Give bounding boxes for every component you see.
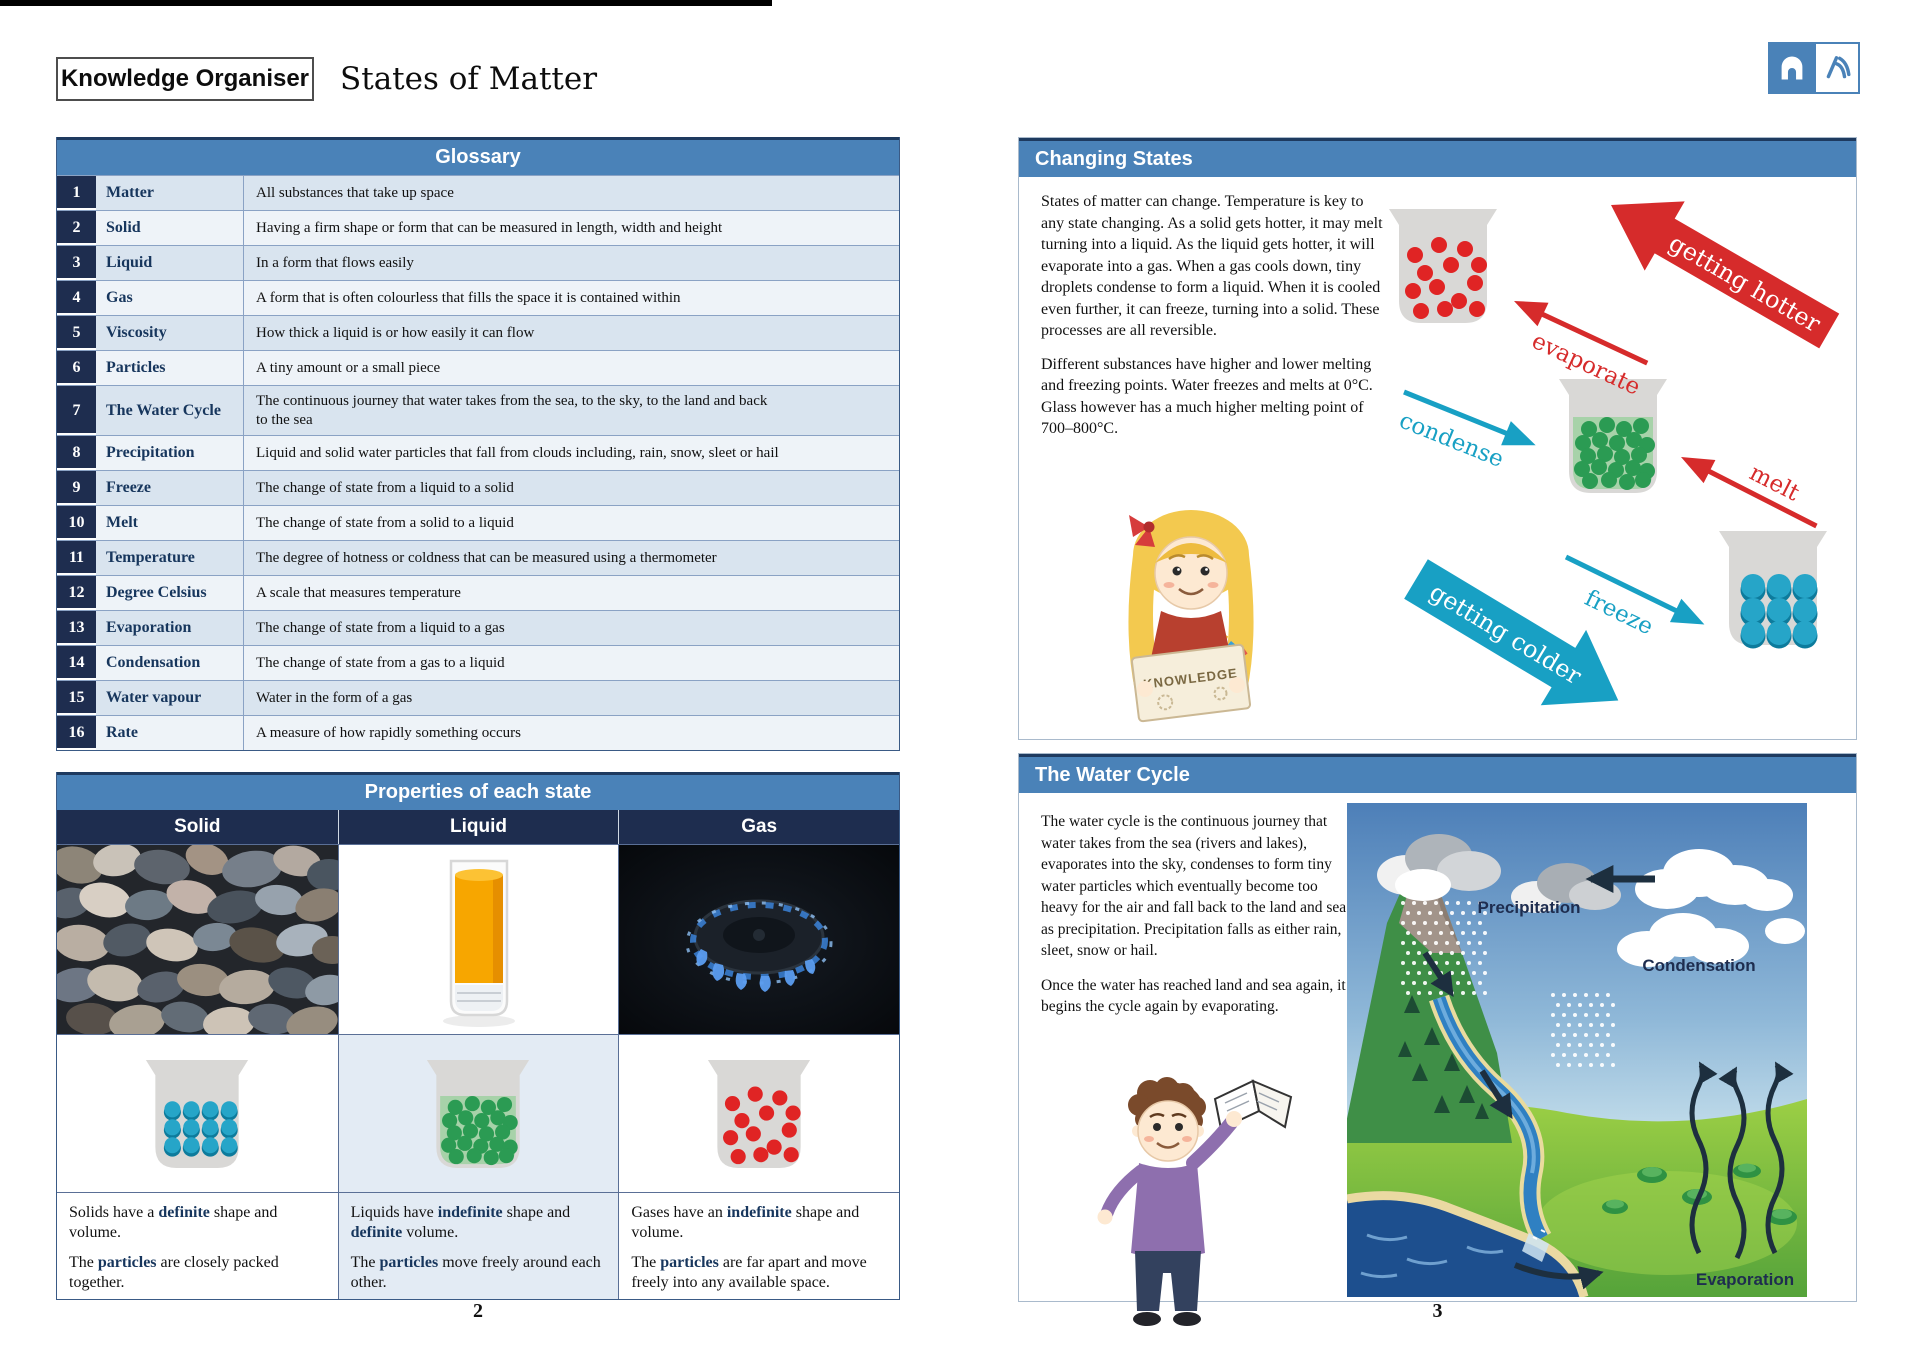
beaker-row	[57, 1034, 899, 1192]
melt-arrow: melt	[1681, 457, 1818, 529]
properties-title: Properties of each state	[57, 772, 899, 810]
svg-text:getting colder: getting colder	[1425, 578, 1587, 691]
logo-badge	[1768, 42, 1860, 94]
properties-table: Properties of each state Solid Liquid Ga…	[56, 772, 900, 1300]
solid-beaker	[1719, 531, 1827, 649]
liquid-description: Liquids have indefinite shape and defini…	[337, 1192, 619, 1299]
condense-arrow: condense	[1395, 389, 1536, 473]
pebbles-photo	[57, 844, 338, 1034]
orange-juice-photo	[337, 844, 619, 1034]
column-header-gas: Gas	[618, 810, 899, 844]
changing-states-title: Changing States	[1019, 138, 1856, 177]
svg-text:condense: condense	[1395, 408, 1507, 473]
column-header-liquid: Liquid	[337, 810, 619, 844]
water-cycle-panel: The Water Cycle The water cycle is the c…	[1018, 753, 1857, 1326]
getting-hotter-arrow: getting hotter	[1611, 201, 1840, 349]
glossary-title: Glossary	[57, 137, 899, 175]
changing-states-panel: Changing States States of matter can cha…	[1018, 137, 1857, 740]
changing-states-diagram: getting hotter evaporate condense	[1389, 201, 1840, 706]
precipitation-label: Precipitation	[1478, 898, 1581, 917]
girl-mascot: KNOWLEDGE	[1128, 510, 1254, 723]
solid-particles-beaker	[57, 1034, 338, 1192]
solid-description: Solids have a definite shape and volume.…	[57, 1192, 338, 1299]
evaporation-label: Evaporation	[1696, 1270, 1794, 1289]
water-cycle-title: The Water Cycle	[1019, 754, 1856, 793]
rain-dots	[1401, 901, 1487, 995]
page-number-right: 3	[1432, 1300, 1443, 1322]
freeze-arrow: freeze	[1564, 554, 1705, 640]
getting-colder-arrow: getting colder	[1404, 559, 1619, 706]
rain-cloud-mid	[1511, 863, 1621, 913]
rain-dots	[1551, 993, 1615, 1067]
water-cycle-illustration: Precipitation Condensation Evaporation	[1347, 803, 1807, 1297]
knowledge-organiser-badge: Knowledge Organiser	[56, 57, 314, 101]
water-cycle-text: The water cycle is the continuous journe…	[1041, 813, 1347, 1015]
liquid-beaker	[1559, 379, 1667, 493]
changing-states-text: States of matter can change. Temperature…	[1041, 193, 1383, 437]
properties-column-headers: Solid Liquid Gas	[57, 810, 899, 844]
gas-description: Gases have an indefinite shape and volum…	[618, 1192, 899, 1299]
properties-text-row: Solids have a definite shape and volume.…	[57, 1192, 899, 1299]
page-number-left: 2	[473, 1300, 483, 1322]
condensation-label: Condensation	[1642, 956, 1755, 975]
gas-particles-beaker	[618, 1034, 899, 1192]
svg-text:melt: melt	[1745, 460, 1804, 507]
liquid-particles-beaker	[337, 1034, 619, 1192]
column-header-solid: Solid	[174, 816, 221, 837]
page-title: States of Matter	[340, 61, 598, 97]
top-edge-bar	[0, 0, 772, 6]
boy-mascot	[1097, 1077, 1293, 1326]
gas-beaker	[1389, 209, 1497, 323]
gas-burner-photo	[618, 844, 899, 1034]
arch-logo-icon	[1770, 44, 1814, 92]
svg-text:getting hotter: getting hotter	[1664, 229, 1826, 338]
mountain-logo-icon	[1814, 44, 1858, 92]
rain-cloud-left	[1377, 834, 1501, 901]
photo-row	[57, 844, 899, 1034]
